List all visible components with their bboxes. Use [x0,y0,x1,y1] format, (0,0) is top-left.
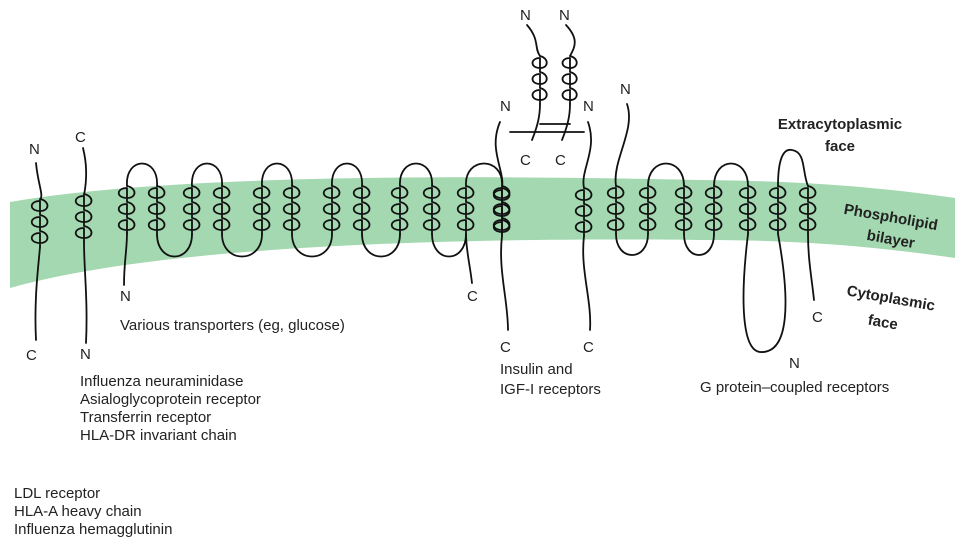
insulin-n-terminus-4: N [583,98,594,115]
gpcr-label: G protein–coupled receptors [700,379,889,396]
type2-protein-label: Transferrin receptor [80,409,211,426]
type1-protein-label: HLA-A heavy chain [14,503,142,520]
type2-protein-label: Asialoglycoprotein receptor [80,391,261,408]
type2-helix [74,193,93,243]
type2-n-terminus: N [80,346,91,363]
insulin-helix-left [492,187,511,237]
insulin-n-terminus-1: N [520,7,531,24]
type1-n-terminus: N [29,141,40,158]
type1-cytoplasmic-chain [34,246,41,341]
type1-helix [30,198,49,248]
insulin-c-terminus-3: C [500,339,511,356]
insulin-c-terminus-1: C [520,152,531,169]
type1-protein-label: LDL receptor [14,485,100,502]
transporter-helix [282,185,301,235]
insulin-n-terminus-2: N [559,7,570,24]
type1-protein-label: Influenza hemagglutinin [14,521,172,538]
insulin-alpha-right-link [582,121,592,189]
cytoplasmic-face-label-2: face [867,312,900,334]
insulin-alpha2-helix [561,55,578,105]
gpcr-helix [674,185,693,235]
phospholipid-bilayer [10,177,955,288]
transporter-helix [212,185,231,235]
insulin-alpha1-helix [531,55,548,105]
insulin-receptor-label: Insulin and [500,361,573,378]
insulin-cytoplasmic-right [582,235,592,331]
cytoplasmic-face-label: Cytoplasmic [845,282,936,314]
gpcr-c-terminus: C [812,309,823,326]
type2-protein-label: HLA-DR invariant chain [80,427,237,444]
insulin-c-terminus-2: C [555,152,566,169]
insulin-cytoplasmic-left [500,235,509,331]
insulin-receptor-label: IGF-I receptors [500,381,601,398]
gpcr-n-terminus-bottom: N [789,355,800,372]
insulin-alpha-left-link [494,121,504,189]
type2-protein-label: Influenza neuraminidase [80,373,243,390]
insulin-c-terminus-4: C [583,339,594,356]
transporter-helix [182,185,201,235]
type1-c-terminus: C [26,347,37,364]
gpcr-helix [638,185,657,235]
transporter-helix [352,185,371,235]
gpcr-helix [798,185,817,235]
gpcr-n-terminal-chain [614,103,630,187]
type2-cytoplasmic-chain [83,241,88,344]
transporter-n-terminus: N [120,288,131,305]
gpcr-loops [615,149,815,353]
transporter-loops [123,162,503,286]
transporters-label: Various transporters (eg, glucose) [120,317,345,334]
transporter-helix [117,185,136,235]
type1-extracellular-chain [35,162,43,201]
transporter-helix [252,185,271,235]
gpcr-n-terminus: N [620,81,631,98]
transporter-c-terminus: C [467,288,478,305]
insulin-disulfide-bonds [509,123,585,133]
insulin-helix-right [574,187,593,237]
type2-extracellular-chain [82,147,88,196]
extracytoplasmic-face-label: Extracytoplasmic [778,116,902,133]
gpcr-helix [738,185,757,235]
insulin-alpha2-down [561,103,571,141]
transporter-helix [322,185,341,235]
insulin-alpha1-down [531,103,541,141]
insulin-n-terminus-3: N [500,98,511,115]
insulin-alpha1-top [526,24,541,57]
gpcr-helix [768,185,787,235]
transporter-helix [147,185,166,235]
extracytoplasmic-face-label-2: face [825,138,855,155]
transporter-helix [422,185,441,235]
gpcr-helix [704,185,723,235]
transporter-helix [456,185,475,235]
transporter-helix [390,185,409,235]
protein-chains [34,24,815,353]
transporter-c-tail [465,233,473,284]
gpcr-helix [606,185,625,235]
type2-c-terminus: C [75,129,86,146]
insulin-alpha2-top [565,24,576,57]
